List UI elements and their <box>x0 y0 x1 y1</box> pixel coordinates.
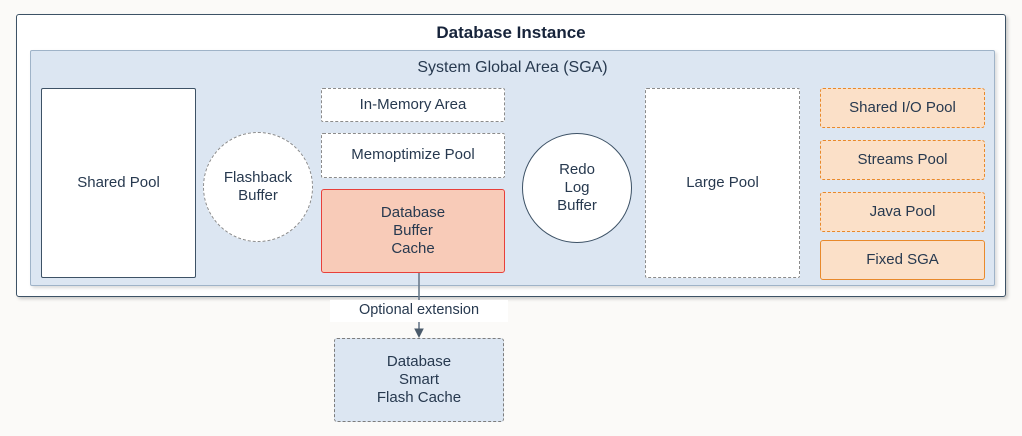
shared-io-pool-box[interactable]: Shared I/O Pool <box>820 88 985 128</box>
flashback-buffer-circle[interactable]: Flashback Buffer <box>203 132 313 242</box>
sga-title: System Global Area (SGA) <box>417 59 608 77</box>
database-buffer-cache-box[interactable]: Database Buffer Cache <box>321 189 505 273</box>
optional-extension-label: Optional extension <box>330 300 508 322</box>
in-memory-area-box[interactable]: In-Memory Area <box>321 88 505 122</box>
streams-pool-box[interactable]: Streams Pool <box>820 140 985 180</box>
large-pool-box[interactable]: Large Pool <box>645 88 800 278</box>
database-smart-flash-cache-box[interactable]: Database Smart Flash Cache <box>334 338 504 422</box>
redo-log-buffer-circle[interactable]: Redo Log Buffer <box>522 133 632 243</box>
shared-pool-box[interactable]: Shared Pool <box>41 88 196 278</box>
memoptimize-pool-box[interactable]: Memoptimize Pool <box>321 133 505 178</box>
java-pool-box[interactable]: Java Pool <box>820 192 985 232</box>
fixed-sga-box[interactable]: Fixed SGA <box>820 240 985 280</box>
database-instance-title: Database Instance <box>436 22 586 42</box>
